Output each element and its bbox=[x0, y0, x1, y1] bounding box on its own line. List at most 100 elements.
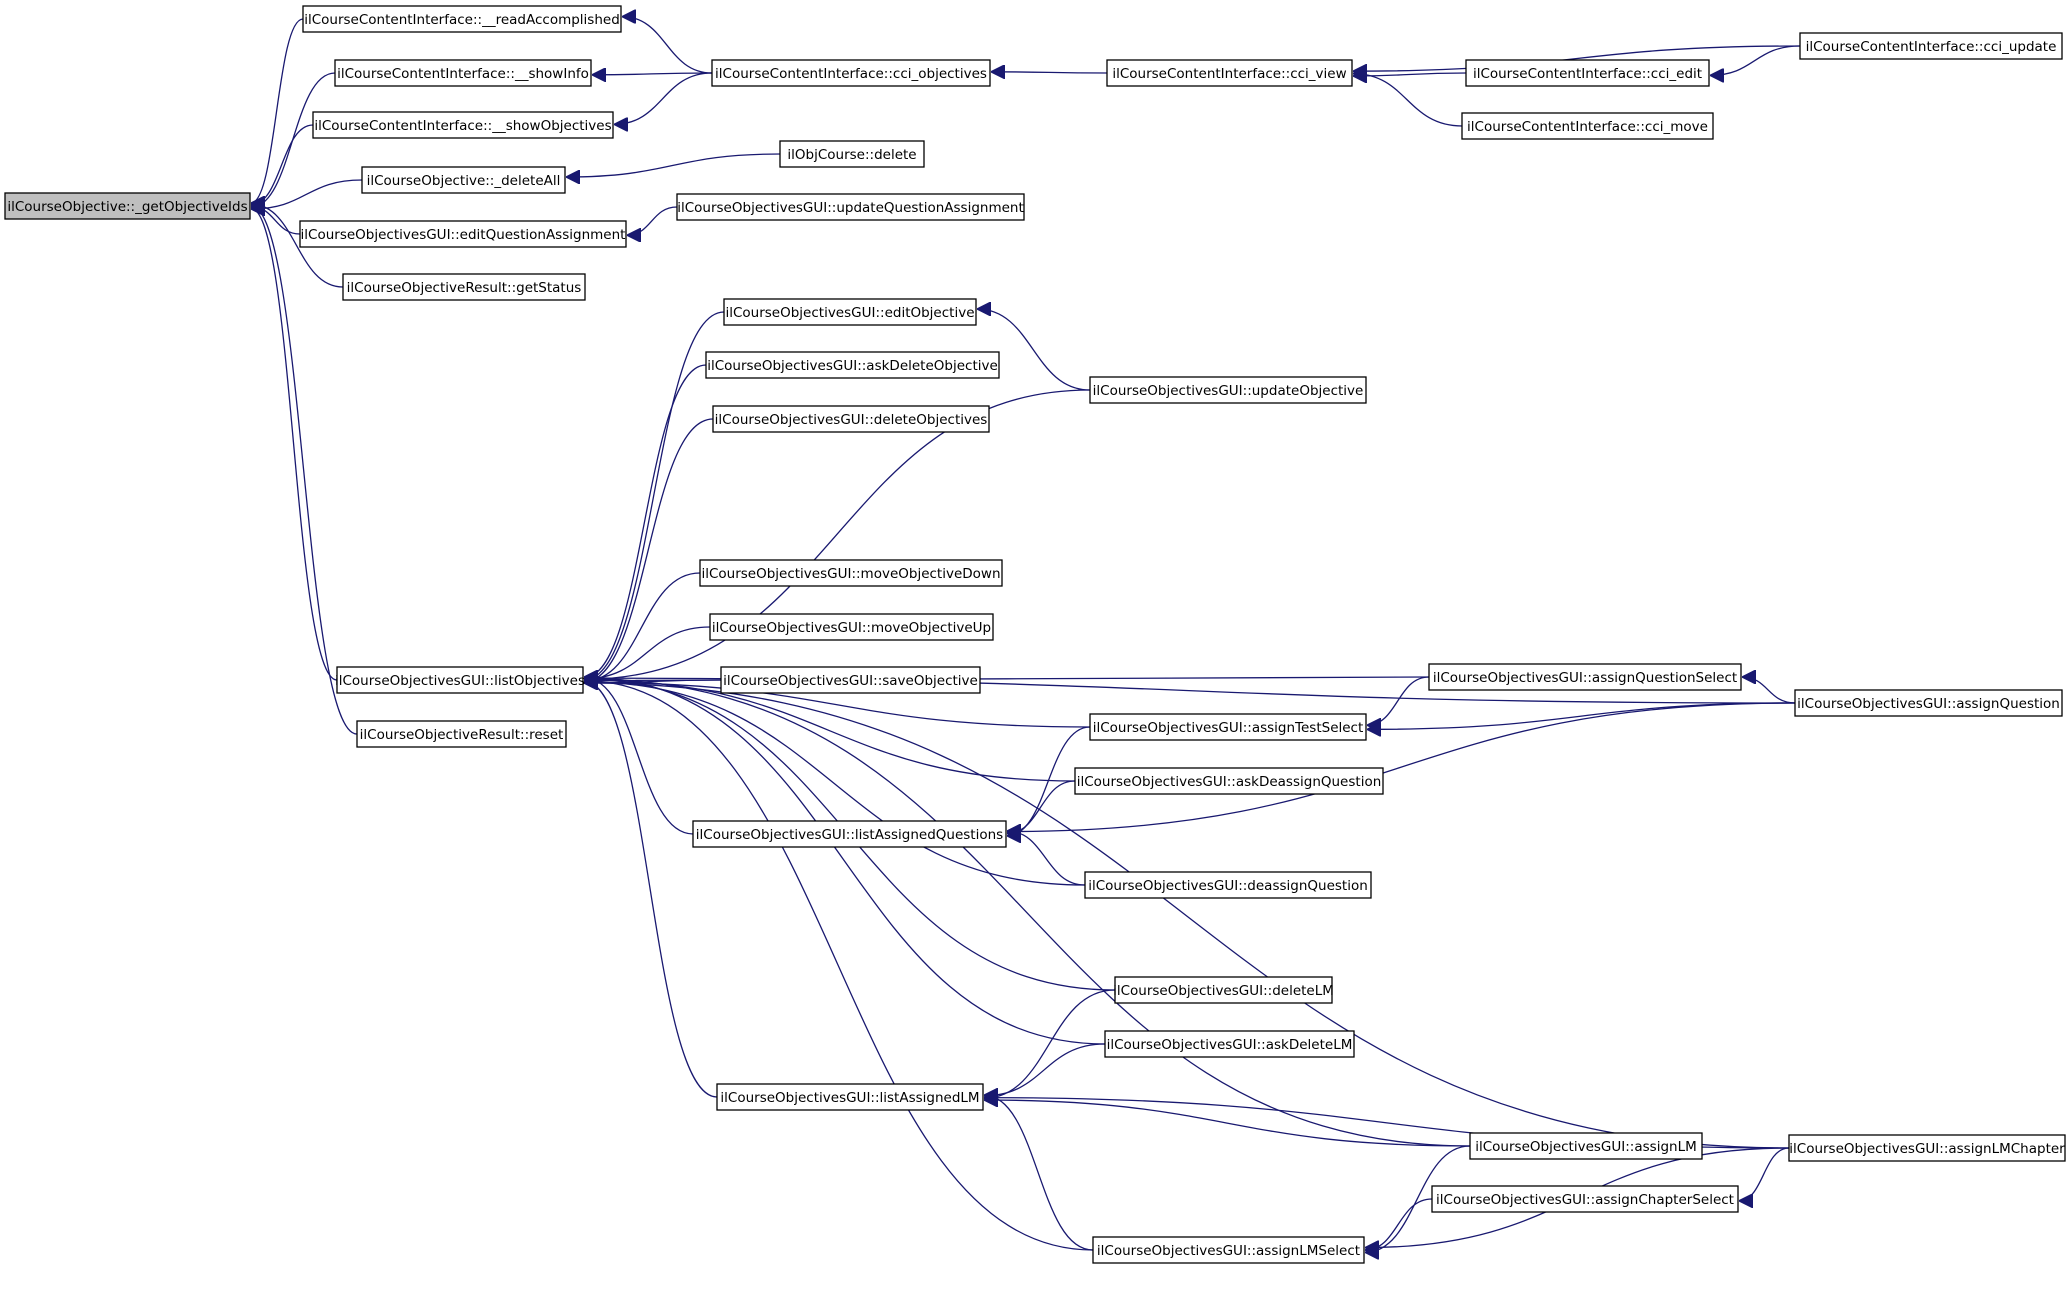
node-box bbox=[723, 298, 977, 326]
graph-node[interactable]: ilCourseObjectivesGUI::editQuestionAssig… bbox=[299, 220, 627, 248]
node-box bbox=[356, 720, 567, 748]
graph-node[interactable]: ilCourseContentInterface::cci_edit bbox=[1465, 59, 1710, 87]
graph-node[interactable]: ilCourseObjectivesGUI::listAssignedQuest… bbox=[692, 820, 1007, 848]
graph-node[interactable]: ilCourseContentInterface::__showObjectiv… bbox=[312, 111, 614, 139]
edge-n9-to-n3 bbox=[614, 72, 713, 124]
edge-n12-to-n9 bbox=[991, 72, 1108, 73]
graph-node[interactable]: ilCourseObjectivesGUI::assignLMChapter bbox=[1788, 1134, 2066, 1162]
graph-node[interactable]: ilCourseContentInterface::cci_objectives bbox=[711, 59, 991, 87]
node-label: ilCourseObjectivesGUI::assignTestSelect bbox=[1093, 720, 1364, 736]
edge-n7-to-n0 bbox=[250, 208, 338, 681]
graph-node[interactable]: ilCourseContentInterface::__readAccompli… bbox=[302, 5, 622, 33]
graph-node[interactable]: ilCourseObjectivesGUI::assignLM bbox=[1469, 1132, 1703, 1160]
node-label: ilCourseObjectivesGUI::editQuestionAssig… bbox=[301, 227, 626, 243]
edge-n25-to-n7 bbox=[584, 682, 1091, 728]
node-label: ilCourseContentInterface::cci_move bbox=[1467, 119, 1708, 135]
edge-n34-to-n35 bbox=[1365, 1198, 1433, 1250]
graph-node[interactable]: ilCourseObjectivesGUI::assignChapterSele… bbox=[1431, 1185, 1739, 1213]
node-label: ilCourseObjectivesGUI::assignLMChapter bbox=[1789, 1141, 2065, 1157]
graph-node[interactable]: ilCourseObjectivesGUI::listObjectives bbox=[335, 666, 585, 694]
graph-node[interactable]: ilCourseObjectivesGUI::askDeleteObjectiv… bbox=[705, 351, 1000, 379]
edge-n24-to-n25 bbox=[1367, 702, 1796, 729]
node-box bbox=[342, 273, 586, 301]
graph-node[interactable]: ilCourseObjectivesGUI::moveObjectiveDown bbox=[699, 559, 1003, 587]
edge-n32-to-n7 bbox=[584, 679, 1471, 1147]
graph-node[interactable]: ilCourseObjectivesGUI::assignTestSelect bbox=[1089, 713, 1367, 741]
graph-node[interactable]: ilCourseObjectivesGUI::saveObjective bbox=[720, 666, 981, 694]
graph-node[interactable]: ilCourseObjectivesGUI::assignLMSelect bbox=[1092, 1236, 1365, 1264]
node-label: ilCourseObjectivesGUI::updateObjective bbox=[1093, 383, 1364, 399]
graph-node[interactable]: ilCourseObjectivesGUI::deleteLM bbox=[1113, 976, 1334, 1004]
edge-n1-to-n0 bbox=[250, 18, 304, 203]
edge-n5-to-n0 bbox=[250, 207, 301, 235]
node-label: ilCourseContentInterface::__readAccompli… bbox=[304, 12, 620, 28]
node-box bbox=[1089, 713, 1367, 741]
node-box bbox=[1114, 976, 1333, 1004]
node-box bbox=[1794, 689, 2063, 717]
graph-node[interactable]: ilCourseObjectivesGUI::deleteObjectives bbox=[712, 405, 990, 433]
node-box bbox=[676, 193, 1025, 221]
node-box bbox=[1428, 663, 1742, 691]
edge-n19-to-n7 bbox=[584, 389, 1091, 679]
edge-n16-to-n7 bbox=[584, 311, 725, 680]
node-label: ilCourseObjectivesGUI::assignQuestionSel… bbox=[1433, 670, 1737, 686]
graph-node[interactable]: ilCourseContentInterface::cci_update bbox=[1799, 32, 2063, 60]
edge-n14-to-n12 bbox=[1353, 74, 1463, 127]
graph-node[interactable]: ilCourseObjectiveResult::reset bbox=[356, 720, 567, 748]
graph-node[interactable]: ilCourseObjectivesGUI::updateQuestionAss… bbox=[676, 193, 1025, 221]
node-label: ilCourseContentInterface::cci_update bbox=[1806, 39, 2057, 55]
graph-node[interactable]: ilCourseObjective::_deleteAll bbox=[361, 166, 566, 194]
node-box bbox=[1092, 1236, 1365, 1264]
edge-n27-to-n7 bbox=[584, 678, 694, 835]
graph-node[interactable]: ilObjCourse::delete bbox=[779, 140, 925, 168]
node-label: ilCourseObjective::_getObjectiveIds bbox=[7, 199, 247, 215]
edge-n33-to-n34 bbox=[1738, 1147, 1790, 1201]
edge-n30-to-n31 bbox=[984, 1043, 1106, 1096]
node-label: ilCourseObjectivesGUI::updateQuestionAss… bbox=[677, 200, 1024, 216]
node-box bbox=[1084, 871, 1372, 899]
edge-n35-to-n7 bbox=[584, 681, 1094, 1251]
node-label: ilCourseObjectivesGUI::moveObjectiveUp bbox=[712, 620, 991, 636]
edge-n15-to-n13 bbox=[1710, 45, 1801, 75]
edge-n6-to-n0 bbox=[251, 204, 344, 288]
edge-n15-to-n12 bbox=[1353, 45, 1801, 71]
graph-node[interactable]: ilCourseObjectivesGUI::deassignQuestion bbox=[1084, 871, 1372, 899]
graph-node[interactable]: ilCourseObjectivesGUI::askDeleteLM bbox=[1104, 1030, 1355, 1058]
edge-n18-to-n7 bbox=[584, 418, 714, 682]
edge-n24-to-n27 bbox=[1007, 702, 1796, 832]
edge-n23-to-n25 bbox=[1367, 676, 1430, 725]
node-box bbox=[699, 559, 1003, 587]
node-box bbox=[361, 166, 566, 194]
node-label: ilCourseObjectivesGUI::askDeassignQuesti… bbox=[1077, 774, 1382, 790]
node-label: ilCourseContentInterface::cci_edit bbox=[1473, 66, 1702, 82]
graph-node[interactable]: ilCourseContentInterface::cci_move bbox=[1461, 112, 1714, 140]
edge-n26-to-n7 bbox=[584, 680, 1076, 782]
graph-node[interactable]: ilCourseObjectivesGUI::assignQuestionSel… bbox=[1428, 663, 1742, 691]
graph-node[interactable]: ilCourseObjectivesGUI::assignQuestion bbox=[1794, 689, 2063, 717]
graph-node[interactable]: ilCourseObjectivesGUI::askDeassignQuesti… bbox=[1074, 767, 1384, 795]
node-label: ilObjCourse::delete bbox=[787, 147, 916, 163]
node-label: ilCourseObjectivesGUI::listAssignedLM bbox=[720, 1090, 979, 1106]
node-box bbox=[1089, 376, 1367, 404]
node-box bbox=[720, 666, 981, 694]
graph-node[interactable]: ilCourseObjectivesGUI::updateObjective bbox=[1089, 376, 1367, 404]
node-box bbox=[711, 59, 991, 87]
node-box bbox=[712, 405, 990, 433]
graph-node[interactable]: ilCourseObjectivesGUI::listAssignedLM bbox=[716, 1083, 984, 1111]
node-label: ilCourseObjectivesGUI::moveObjectiveDown bbox=[701, 566, 1000, 582]
node-box bbox=[336, 666, 584, 694]
node-box bbox=[1461, 112, 1714, 140]
graph-node[interactable]: ilCourseObjectivesGUI::moveObjectiveUp bbox=[709, 613, 994, 641]
node-label: ilCourseObjectivesGUI::deleteLM bbox=[1113, 983, 1334, 999]
graph-node[interactable]: ilCourseContentInterface::cci_view bbox=[1106, 59, 1353, 87]
node-label: ilCourseContentInterface::__showObjectiv… bbox=[314, 118, 611, 134]
graph-node[interactable]: ilCourseObjectivesGUI::editObjective bbox=[723, 298, 977, 326]
node-box bbox=[334, 59, 592, 87]
node-label: ilCourseObjectivesGUI::assignChapterSele… bbox=[1436, 1192, 1734, 1208]
graph-node[interactable]: ilCourseObjective::_getObjectiveIds bbox=[4, 192, 251, 220]
graph-node[interactable]: ilCourseObjectiveResult::getStatus bbox=[342, 273, 586, 301]
edge-n17-to-n7 bbox=[584, 364, 707, 678]
edge-n11-to-n5 bbox=[626, 206, 678, 235]
node-label: ilCourseObjectiveResult::reset bbox=[360, 727, 564, 743]
graph-node[interactable]: ilCourseContentInterface::__showInfo bbox=[334, 59, 592, 87]
